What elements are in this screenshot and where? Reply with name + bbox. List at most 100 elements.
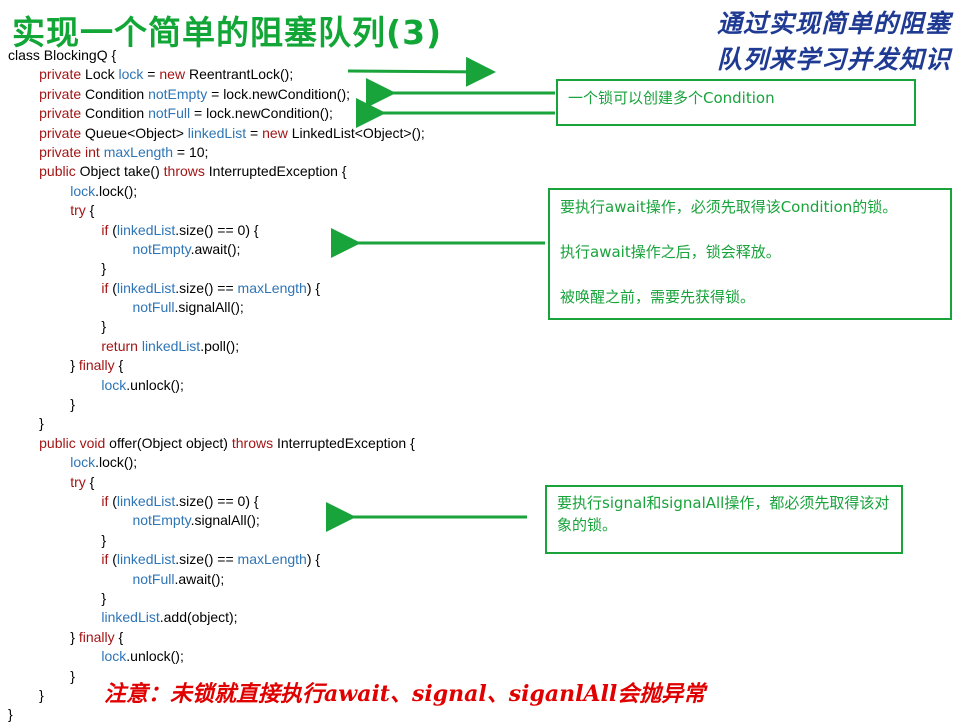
note-await-line-2: 执行await操作之后，锁会释放。 xyxy=(560,243,781,261)
code-keyword: finally xyxy=(78,628,115,645)
code-text: .unlock(); xyxy=(126,648,184,665)
code-line: } finally { xyxy=(8,356,425,375)
code-text: ReentrantLock(); xyxy=(185,66,294,83)
note-await-line-1: 要执行await操作，必须先取得该Condition的锁。 xyxy=(560,198,898,216)
code-text: ( xyxy=(108,221,117,238)
code-field: notFull xyxy=(148,105,191,122)
code-text: } xyxy=(8,357,79,374)
code-line: } xyxy=(8,317,425,336)
code-line: } xyxy=(8,414,425,433)
code-field: notFull xyxy=(132,299,175,316)
slide-subtitle-line-2: 队列来学习并发知识 xyxy=(716,45,951,74)
code-text: .poll(); xyxy=(200,337,240,354)
code-field: notEmpty xyxy=(148,85,208,102)
code-text: } xyxy=(8,628,79,645)
code-line: } xyxy=(8,686,425,705)
code-keyword: if xyxy=(101,492,109,509)
code-text: } xyxy=(8,686,44,703)
code-text: LinkedList<Object>(); xyxy=(287,124,425,141)
code-text: Condition xyxy=(81,85,149,102)
code-line: if (linkedList.size() == 0) { xyxy=(8,221,425,240)
code-text: ( xyxy=(108,492,117,509)
code-line: return linkedList.poll(); xyxy=(8,337,425,356)
code-line: notFull.signalAll(); xyxy=(8,298,425,317)
code-line: class BlockingQ { xyxy=(8,46,425,65)
code-text: ( xyxy=(108,551,117,568)
code-line: } xyxy=(8,667,425,686)
code-line: if (linkedList.size() == 0) { xyxy=(8,492,425,511)
warning-text: 注意：未锁就直接执行await、signal、siganlAll会抛异常 xyxy=(104,681,706,707)
code-line: } xyxy=(8,705,425,724)
code-keyword: private xyxy=(39,66,82,83)
code-line: if (linkedList.size() == maxLength) { xyxy=(8,550,425,569)
code-keyword: private xyxy=(39,105,82,122)
code-text: ( xyxy=(108,279,117,296)
code-field: linkedList xyxy=(116,551,176,568)
code-line: try { xyxy=(8,473,425,492)
code-block: class BlockingQ { private Lock lock = ne… xyxy=(8,46,425,725)
note-condition: 一个锁可以创建多个Condition xyxy=(556,79,916,126)
code-text: .signalAll(); xyxy=(174,299,244,316)
code-text: class BlockingQ { xyxy=(8,47,117,63)
code-keyword: finally xyxy=(78,357,115,374)
code-text: { xyxy=(85,202,95,219)
note-condition-text: 一个锁可以创建多个Condition xyxy=(568,89,775,107)
code-keyword: private int xyxy=(39,143,100,160)
note-await-line-3: 被唤醒之前，需要先获得锁。 xyxy=(560,288,756,306)
code-text: ) { xyxy=(306,279,321,296)
code-keyword: new xyxy=(262,124,288,141)
code-field: maxLength xyxy=(237,551,307,568)
code-text: = 10; xyxy=(173,143,209,160)
code-text: InterruptedException { xyxy=(204,163,347,180)
code-line: private Condition notFull = lock.newCond… xyxy=(8,104,425,123)
code-text: } xyxy=(8,396,75,413)
code-text: .add(object); xyxy=(159,609,238,626)
code-text: .size() == 0) { xyxy=(175,492,259,509)
code-keyword: try xyxy=(70,202,86,219)
code-text: = xyxy=(246,124,263,141)
code-text: = xyxy=(143,66,160,83)
code-field: lock xyxy=(70,182,96,199)
code-line: lock.lock(); xyxy=(8,453,425,472)
code-field: linkedList xyxy=(141,337,201,354)
code-text: = lock.newCondition(); xyxy=(207,85,351,102)
code-keyword: private xyxy=(39,85,82,102)
code-line: lock.unlock(); xyxy=(8,647,425,666)
code-text: .lock(); xyxy=(95,182,138,199)
code-field: lock xyxy=(101,648,127,665)
code-line: private int maxLength = 10; xyxy=(8,143,425,162)
code-keyword: return xyxy=(101,337,138,354)
code-text: .await(); xyxy=(190,240,241,257)
code-field: linkedList xyxy=(101,609,160,626)
code-keyword: if xyxy=(101,221,109,238)
code-line: private Condition notEmpty = lock.newCon… xyxy=(8,85,425,104)
code-keyword: throws xyxy=(163,163,205,180)
code-text: = lock.newCondition(); xyxy=(190,105,333,122)
code-keyword: public void xyxy=(39,434,106,451)
code-line: public Object take() throws InterruptedE… xyxy=(8,162,425,181)
code-line: } xyxy=(8,531,425,550)
slide-title: 实现一个简单的阻塞队列(3) xyxy=(12,13,443,52)
code-text: offer(Object object) xyxy=(105,434,232,451)
code-text: { xyxy=(85,473,95,490)
code-keyword: if xyxy=(101,279,109,296)
code-field: lock xyxy=(101,376,127,393)
code-text: } xyxy=(8,706,13,723)
code-text: } xyxy=(8,415,44,432)
code-field: linkedList xyxy=(187,124,247,141)
code-text: InterruptedException { xyxy=(273,434,415,451)
code-line: notEmpty.await(); xyxy=(8,240,425,259)
code-line: private Lock lock = new ReentrantLock(); xyxy=(8,65,425,84)
code-text: } xyxy=(8,667,75,684)
code-text: { xyxy=(114,628,124,645)
code-field: linkedList xyxy=(116,279,176,296)
code-field: maxLength xyxy=(237,279,307,296)
code-keyword: if xyxy=(101,551,109,568)
code-line: lock.lock(); xyxy=(8,182,425,201)
code-line: } xyxy=(8,589,425,608)
code-field: notEmpty xyxy=(132,512,191,529)
code-text: } xyxy=(8,589,107,606)
code-line: } finally { xyxy=(8,628,425,647)
code-field: linkedList xyxy=(116,492,176,509)
code-text: Object take() xyxy=(75,163,164,180)
